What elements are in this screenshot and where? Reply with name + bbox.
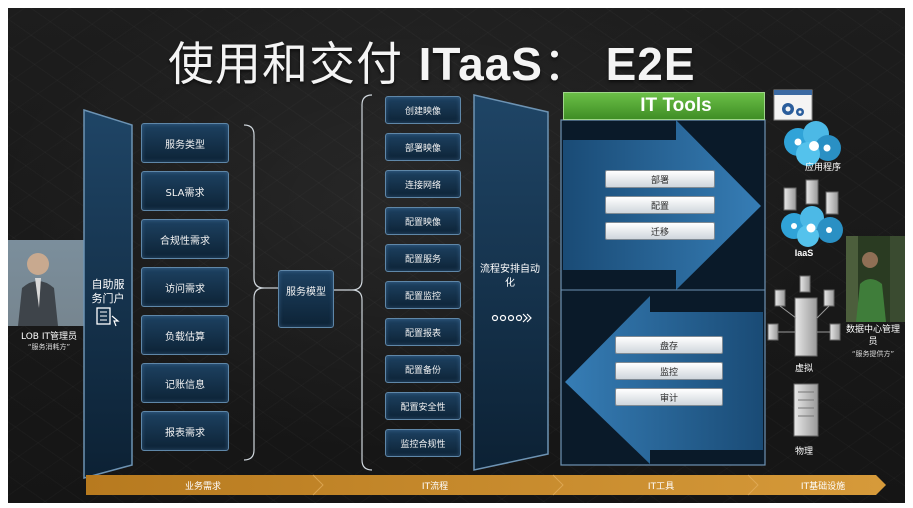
tool-migrate[interactable]: 迁移	[605, 222, 715, 240]
proc-config-backup[interactable]: 配置备份	[385, 355, 461, 383]
req-billing[interactable]: 记账信息	[141, 363, 229, 403]
physical-label: 物理	[794, 447, 813, 457]
req-compliance[interactable]: 合规性需求	[141, 219, 229, 259]
bar-label-business: 业务需求	[184, 481, 221, 492]
tool-audit[interactable]: 审计	[615, 388, 723, 406]
it-tools-header: IT Tools	[563, 92, 765, 120]
proc-config-reports[interactable]: 配置报表	[385, 318, 461, 346]
title-e2e: E2E	[605, 38, 696, 90]
tool-inventory[interactable]: 盘存	[615, 336, 723, 354]
req-service-type[interactable]: 服务类型	[141, 123, 229, 163]
title-main: 使用和交付	[168, 37, 403, 91]
bottom-bar	[86, 475, 886, 495]
iaas-cloud-icon	[781, 179, 843, 247]
service-model-label: 服务模型	[286, 287, 326, 298]
it-tools-title: IT Tools	[640, 95, 712, 116]
portal-label: 自助服务门户	[91, 278, 125, 305]
lob-admin-quote: “服务消耗方”	[27, 343, 71, 351]
req-access[interactable]: 访问需求	[141, 267, 229, 307]
title-colon: ：	[542, 37, 590, 91]
portal-panel	[83, 108, 133, 479]
title-itaas: ITaaS	[418, 38, 543, 90]
virtual-servers-icon	[767, 275, 841, 357]
proc-config-image[interactable]: 配置映像	[385, 207, 461, 235]
virtual-label: 虚拟	[794, 364, 813, 374]
req-reporting[interactable]: 报表需求	[141, 411, 229, 451]
proc-deploy-image[interactable]: 部署映像	[385, 133, 461, 161]
proc-config-security[interactable]: 配置安全性	[385, 392, 461, 420]
lob-admin-photo	[8, 240, 84, 326]
tool-configure[interactable]: 配置	[605, 196, 715, 214]
lob-admin-label: LOB IT管理员	[21, 332, 77, 342]
proc-connect-network[interactable]: 连接网络	[385, 170, 461, 198]
apps-label: 应用程序	[804, 163, 841, 173]
proc-config-monitoring[interactable]: 配置监控	[385, 281, 461, 309]
dc-admin-quote: “服务提供方”	[851, 350, 895, 358]
req-sla[interactable]: SLA需求	[141, 171, 229, 211]
chain-arrow-icon	[491, 313, 532, 323]
proc-config-service[interactable]: 配置服务	[385, 244, 461, 272]
app-window-icon	[773, 89, 813, 121]
app-cloud-icon	[784, 121, 841, 166]
bar-label-process: IT流程	[421, 481, 449, 492]
proc-create-image[interactable]: 创建映像	[385, 96, 461, 124]
datacenter-admin-photo	[846, 236, 905, 322]
page-title: 使用和交付 ITaaS： E2E	[168, 28, 696, 94]
portal-doc-icon	[96, 307, 120, 327]
slide: 使用和交付 ITaaS： E2E	[8, 8, 905, 503]
dc-admin-label: 数据中心管理员	[845, 325, 900, 347]
physical-server-icon	[793, 383, 819, 437]
bracket-business	[243, 124, 265, 461]
bar-label-tools: IT工具	[647, 481, 675, 492]
proc-monitor-compliance[interactable]: 监控合规性	[385, 429, 461, 457]
orchestration-panel	[473, 94, 549, 471]
orchestration-label: 流程安排自动化	[480, 264, 540, 289]
diagram-graphics	[8, 89, 905, 496]
service-model-box[interactable]: 服务模型	[278, 270, 334, 328]
req-load-estimate[interactable]: 负载估算	[141, 315, 229, 355]
bracket-process	[351, 94, 373, 471]
bar-label-infrastructure: IT基础设施	[800, 481, 846, 492]
tool-deploy[interactable]: 部署	[605, 170, 715, 188]
iaas-label: IaaS	[794, 248, 814, 258]
tool-monitor[interactable]: 监控	[615, 362, 723, 380]
